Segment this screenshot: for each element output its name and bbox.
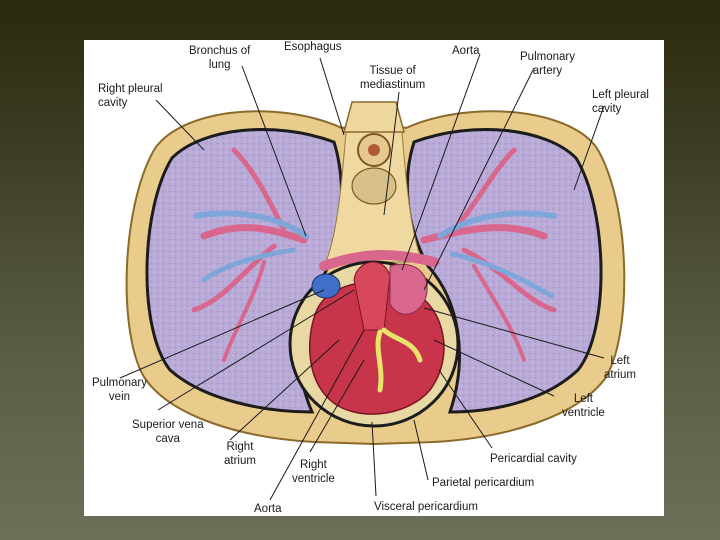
label-esophagus: Esophagus bbox=[284, 41, 342, 53]
coronary-fat bbox=[375, 327, 423, 393]
superior-vena-cava-shape bbox=[311, 273, 341, 299]
aorta-shape bbox=[353, 261, 391, 331]
vertebra bbox=[343, 101, 405, 133]
label-parietal-pericardium: Parietal pericardium bbox=[432, 477, 535, 489]
label-aorta-top: Aorta bbox=[452, 45, 480, 57]
bronchi bbox=[191, 210, 557, 299]
label-aorta-bottom: Aorta bbox=[254, 503, 282, 515]
leader-lines bbox=[119, 53, 605, 501]
esophagus-shape bbox=[351, 167, 397, 205]
label-visceral-pericardium: Visceral pericardium bbox=[374, 501, 478, 513]
pulmonary-trunk-shape bbox=[389, 263, 428, 315]
thorax-cross-section-diagram bbox=[119, 53, 626, 501]
label-pericardial-cavity: Pericardial cavity bbox=[490, 453, 577, 465]
